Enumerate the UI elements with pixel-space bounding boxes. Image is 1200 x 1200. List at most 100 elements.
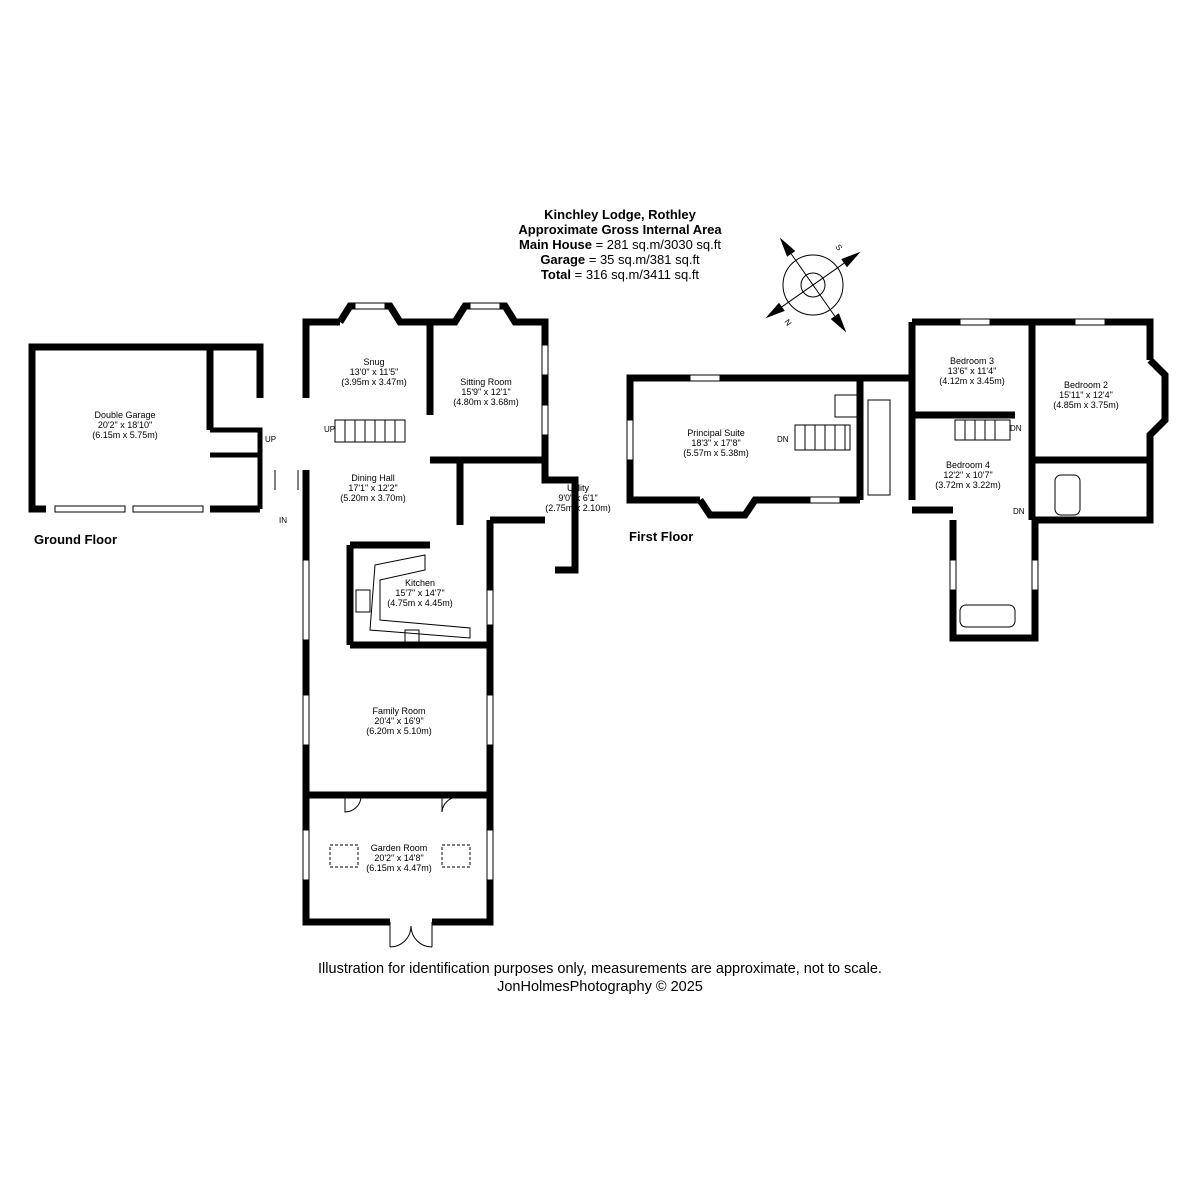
room-metric: (4.12m x 3.45m) [939,376,1005,386]
compass-needle-east [841,251,861,268]
bedroom4-stairs-treads [964,420,996,440]
room-name: Utility [567,483,589,493]
bathroom-bath [959,604,1016,628]
family-east-window [486,694,494,746]
property-name: Kinchley Lodge, Rothley [544,207,696,222]
garden-room-walls-east [432,795,494,926]
room-metric: (4.75m x 4.45m) [387,598,453,608]
sitting-bay-window [469,302,501,310]
suite-west-window [626,419,634,461]
room-metric: (4.80m x 3.68m) [453,397,519,407]
room-sitting-room: Sitting Room 15'9" x 12'1" (4.80m x 3.68… [453,377,519,407]
kitchen-counter [369,554,471,639]
disclaimer-footer: Illustration for identification purposes… [200,960,1000,996]
suite-north-window [689,374,721,382]
room-metric: (2.75m x 2.10m) [545,503,611,513]
room-metric: (6.20m x 5.10m) [366,726,432,736]
room-name: Garden Room [370,843,428,853]
bedroom3-window [959,318,991,326]
room-name: Bedroom 4 [945,460,991,470]
family-to-garden-door-left [344,795,362,813]
ground-floor-windows [54,302,549,881]
room-kitchen: Kitchen 15'7" x 14'7" (4.75m x 4.45m) [387,578,453,608]
total-area: Total = 316 sq.m/3411 sq.ft [420,267,820,282]
compass-needle-south [830,313,847,333]
garden-door-right [410,922,433,948]
first-floor-windows [626,318,1106,591]
room-bedroom-2: Bedroom 2 15'11" x 12'4" (4.85m x 3.75m) [1053,380,1119,410]
room-double-garage: Double Garage 20'2" x 18'10" (6.15m x 5.… [92,410,158,440]
first-floor-label: First Floor [629,529,694,544]
room-family-room: Family Room 20'4" x 16'9" (6.20m x 5.10m… [366,706,432,736]
garage-up-mark: UP [265,435,277,444]
kitchen-hob [404,629,420,643]
room-metric: (3.95m x 3.47m) [341,377,407,387]
garage-area: Garage = 35 sq.m/381 sq.ft [420,252,820,267]
first-floor-fittings [794,394,1081,628]
room-metric: (5.57m x 5.38m) [683,448,749,458]
hall-up-mark: UP [324,425,336,434]
room-name: Sitting Room [460,377,512,387]
garden-west-window [302,829,310,881]
garden-room-doors [274,470,459,948]
garden-east-window [486,829,494,881]
main-house-area: Main House = 281 sq.m/3030 sq.ft [420,237,820,252]
garage-walls [28,343,264,513]
first-floor-walls [626,318,1169,642]
room-principal-suite: Principal Suite 18'3" x 17'8" (5.57m x 5… [683,428,749,458]
room-bedroom-3: Bedroom 3 13'6" x 11'4" (4.12m x 3.45m) [939,356,1005,386]
room-metric: (5.20m x 3.70m) [340,493,406,503]
room-name: Double Garage [94,410,156,420]
sitting-east-window [541,344,549,376]
ensuite-dn-mark: DN [1013,507,1025,516]
kitchen-sink [355,589,371,613]
area-title: Approximate Gross Internal Area [518,222,722,237]
room-imperial: 13'0" x 11'5" [349,367,399,377]
total-label: Total [540,267,572,282]
ground-floor-stairs [334,419,406,443]
room-imperial: 18'3" x 17'8" [691,438,741,448]
room-name: Kitchen [404,578,436,588]
compass-rose [765,237,861,333]
bedroom2-bay [1032,357,1169,524]
room-imperial: 15'11" x 12'4" [1059,390,1113,400]
sitting-east-window-2 [541,404,549,436]
bathroom-window [949,559,957,591]
skylight-right [441,844,471,868]
room-imperial: 12'2" x 10'7" [943,470,993,480]
principal-suite-walls [626,374,912,504]
landing-dn-mark: DN [777,435,789,444]
room-name: Principal Suite [687,428,745,438]
room-name: Bedroom 2 [1063,380,1109,390]
snug-bay-window [354,302,386,310]
bedroom4-stairs [954,419,1011,441]
disclaimer-text: Illustration for identification purposes… [318,961,882,977]
compass-needle-west [765,302,785,319]
room-metric: (4.85m x 3.75m) [1053,400,1119,410]
room-metric: (6.15m x 5.75m) [92,430,158,440]
room-imperial: 20'4" x 16'9" [374,716,424,726]
room-imperial: 20'2" x 14'8" [374,853,424,863]
room-metric: (3.72m x 3.22m) [935,480,1001,490]
main-house-value: = 281 sq.m/3030 sq.ft [591,237,721,252]
room-imperial: 13'6" x 11'4" [947,366,997,376]
photographer-credit: JonHolmesPhotography © 2025 [497,979,703,995]
compass-outer-ring [782,254,844,316]
room-metric: (6.15m x 4.47m) [366,863,432,873]
compass-needle-north [779,237,796,257]
kitchen-fittings [355,554,471,643]
compass-axis-ew [781,262,845,308]
ensuite-east-window [1031,559,1039,591]
ground-floor-label: Ground Floor [34,532,118,547]
room-name: Bedroom 3 [949,356,995,366]
family-bath-ff [867,399,891,496]
garage-value: = 35 sq.m/381 sq.ft [585,252,700,267]
main-house-label: Main House [519,237,592,252]
garden-door-left [389,922,412,948]
garage-wc-walls [210,427,263,509]
bedroom-dn-mark: DN [1010,424,1022,433]
sitting-bay [430,302,549,470]
room-name: Snug [363,357,385,367]
room-snug: Snug 13'0" x 11'5" (3.95m x 3.47m) [341,357,407,387]
room-bedroom-4: Bedroom 4 12'2" x 10'7" (3.72m x 3.22m) [935,460,1001,490]
